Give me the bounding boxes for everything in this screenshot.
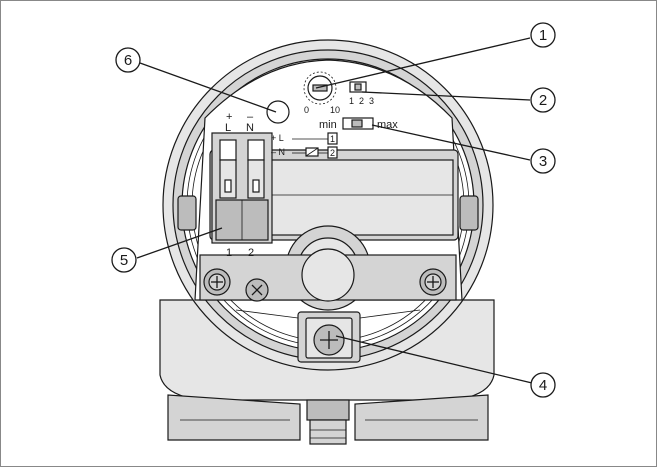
rotary-max-mark: 10 — [330, 105, 340, 115]
mode-max-label: max — [377, 119, 398, 131]
wiring-legend: + L – N 1 2 — [271, 132, 338, 159]
terminal-plus-symbol: + — [226, 111, 232, 123]
rotary-min-mark: 0 — [304, 105, 309, 115]
legend-N: – N — [271, 147, 285, 157]
svg-text:5: 5 — [120, 252, 128, 269]
dip-position-3: 3 — [369, 96, 374, 106]
mode-min-label: min — [319, 119, 337, 131]
terminal-minus-symbol: – — [247, 111, 254, 123]
legend-L: + L — [271, 133, 284, 143]
right-latch — [459, 195, 479, 231]
ground-screw-small — [245, 278, 269, 302]
dip-position-1: 1 — [349, 96, 354, 106]
rotary-switch: 0 10 — [303, 71, 340, 115]
callout-2: 2 — [530, 87, 556, 113]
ground-terminal — [235, 309, 421, 363]
callout-3: 3 — [530, 148, 556, 174]
callout-6: 6 — [115, 47, 141, 73]
left-latch — [177, 195, 197, 231]
dip-switch: 1 2 3 — [349, 81, 374, 106]
status-lamp — [266, 100, 290, 124]
svg-text:1: 1 — [539, 27, 547, 44]
left-screw — [203, 268, 231, 296]
right-screw — [419, 268, 447, 296]
terminal-number-2: 2 — [248, 247, 254, 259]
terminal-polarity-L: L — [225, 122, 231, 134]
terminal-number-1: 1 — [226, 247, 232, 259]
leader-lines — [136, 37, 533, 384]
svg-text:3: 3 — [539, 153, 547, 170]
terminal-polarity-N: N — [246, 122, 254, 134]
terminal-block — [211, 132, 273, 244]
callout-4: 4 — [530, 372, 556, 398]
dip-position-2: 2 — [359, 96, 364, 106]
svg-text:4: 4 — [539, 377, 547, 394]
mode-switch: min max — [319, 117, 398, 131]
callout-1: 1 — [530, 22, 556, 48]
callout-5: 5 — [111, 247, 137, 273]
svg-text:2: 2 — [539, 92, 547, 109]
legend-box-1: 1 — [330, 134, 335, 144]
legend-box-2: 2 — [330, 148, 335, 158]
svg-text:6: 6 — [124, 52, 132, 69]
